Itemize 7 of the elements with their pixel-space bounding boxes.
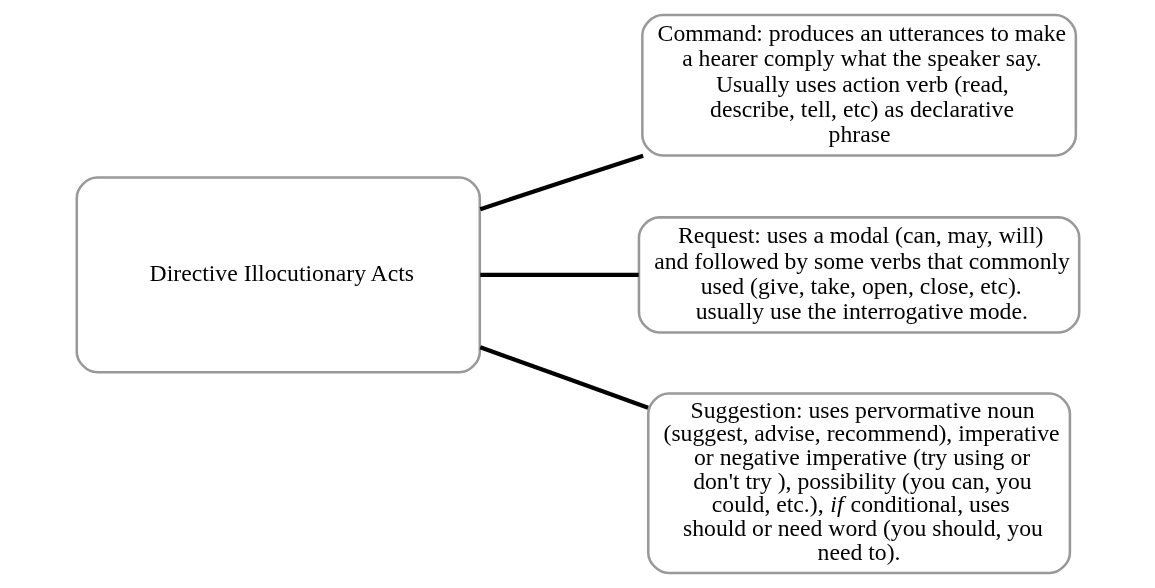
node-box: Directive Illocutionary Acts <box>75 176 481 374</box>
connector <box>479 153 644 212</box>
connector <box>479 345 649 410</box>
node-box: Command: produces an utterances to make a hearer comply what the speaker say. Usually uses action verb (read, describe, tell, etc) as declarative phrase <box>640 13 1077 157</box>
node-box: Request: uses a modal (can, may, will) and followed by some verbs that commonly used (give, take, open, close, etc). usually use the interrogative mode. <box>637 216 1080 334</box>
connector <box>479 272 639 278</box>
node-box: Suggestion: uses pervormative noun (suggest, advise, recommend), imperative or negative imperative (try using or don't try ), possibility (you can, you could, etc.), if conditional, uses should or need word (you should, you need to). <box>646 392 1071 575</box>
